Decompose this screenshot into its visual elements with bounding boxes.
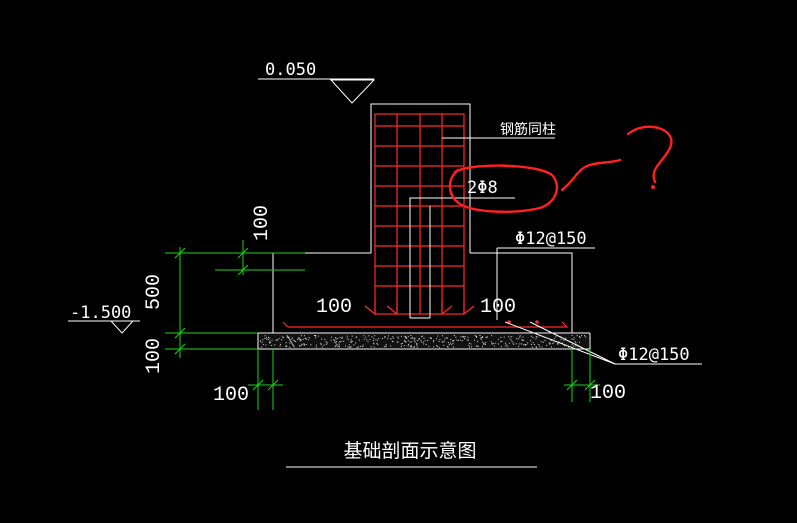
bottom-dimensions [248, 349, 600, 410]
drawing-title-text: 基础剖面示意图 [343, 440, 476, 462]
dim-vertical-height: 500 [143, 274, 166, 310]
vertical-dimensions [165, 240, 305, 358]
dim-vertical-small: 100 [251, 205, 274, 241]
dim-left-step: 100 [316, 296, 352, 319]
dim-vertical-base: 100 [143, 338, 166, 374]
label-rebar-top: Φ12@150 [496, 229, 595, 320]
dim-bottom-right: 100 [590, 382, 626, 405]
blinding-layer-hatch [260, 335, 587, 348]
elevation-marker-top: 0.050 [258, 60, 376, 104]
dim-right-step: 100 [480, 296, 516, 319]
drawing-title: 基础剖面示意图 [286, 440, 537, 468]
footing-bottom-rebar [282, 320, 569, 328]
column-rebar-text: 钢筋同柱 [500, 121, 556, 138]
dim-bottom-left: 100 [213, 384, 249, 407]
annotation-squiggle [560, 158, 622, 192]
elevation-top-label: 0.050 [265, 60, 316, 80]
label-rebar-bottom: Φ12@150 [504, 321, 702, 365]
elevation-marker-bottom: -1.500 [68, 303, 140, 334]
label-column-rebar: 钢筋同柱 [442, 121, 556, 139]
label-dowel: 2Φ8 [460, 178, 515, 199]
dowel-bars [409, 197, 460, 319]
rebar-top-text: Φ12@150 [515, 229, 587, 249]
elevation-bottom-label: -1.500 [70, 303, 131, 323]
column-rebar-cage [364, 113, 475, 316]
hand-annotation [448, 125, 673, 213]
rebar-bottom-text: Φ12@150 [618, 345, 690, 365]
dowel-text: 2Φ8 [467, 178, 498, 198]
question-mark [626, 125, 673, 184]
annotation-circle [448, 164, 559, 213]
